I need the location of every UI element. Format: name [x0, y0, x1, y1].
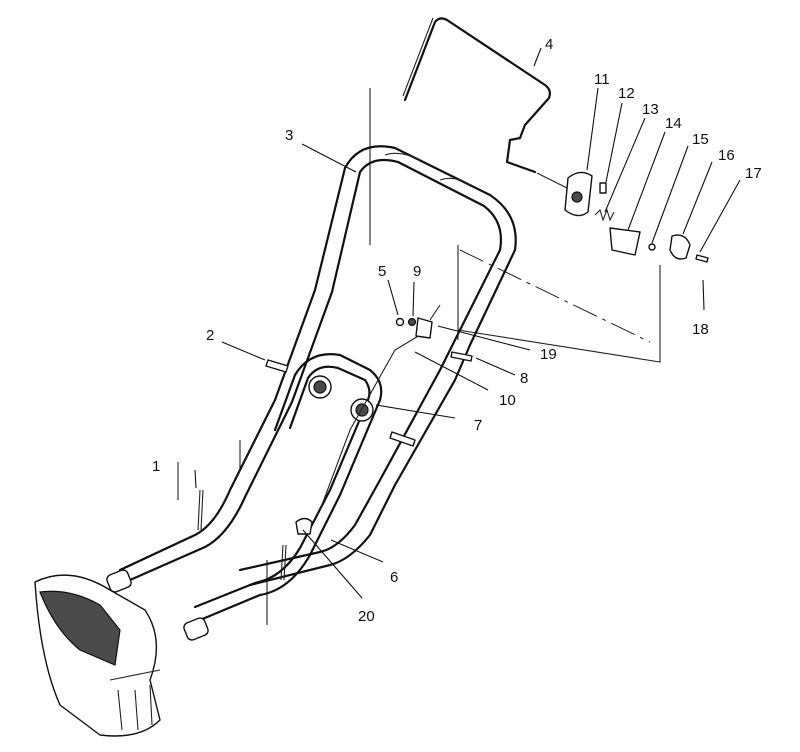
- knob-lower: [350, 398, 374, 422]
- leader-18-line: [702, 279, 705, 311]
- pivot-housing-11: [564, 171, 593, 217]
- spring-13: [594, 208, 615, 222]
- bolt-2: [265, 359, 289, 373]
- callout-19: 19: [540, 346, 557, 363]
- callout-13: 13: [642, 101, 659, 118]
- cam-14: [609, 227, 641, 256]
- nut-9: [407, 317, 417, 327]
- centerline: [459, 249, 651, 343]
- callout-12: 12: [618, 85, 635, 102]
- bolt-1: [197, 489, 204, 531]
- mower-deck-housing: [34, 574, 161, 737]
- bolt-8: [450, 351, 473, 362]
- callout-1: 1: [152, 458, 160, 475]
- callout-15: 15: [692, 131, 709, 148]
- screw-17: [695, 254, 709, 263]
- pin-12: [599, 182, 607, 194]
- cable-clip: [295, 517, 313, 535]
- callout-16: 16: [718, 147, 735, 164]
- bracket-19: [415, 304, 441, 339]
- callout-17: 17: [745, 165, 762, 182]
- callout-labels: 1 2 3 4 5 6 7 8 9 10 11 12 13 14 15 16 1…: [152, 36, 762, 625]
- knob-upper: [308, 375, 332, 399]
- plate-16: [669, 234, 691, 260]
- lower-handle: [106, 353, 383, 641]
- bolt-lower: [389, 431, 416, 447]
- bolt-20-rod: [280, 544, 287, 581]
- callout-5: 5: [378, 263, 386, 280]
- callout-3: 3: [285, 127, 293, 144]
- washer-15: [648, 243, 656, 251]
- callout-4: 4: [545, 36, 553, 53]
- callout-20: 20: [358, 608, 375, 625]
- control-cable: [319, 331, 426, 511]
- callout-6: 6: [390, 569, 398, 586]
- callout-11: 11: [594, 71, 610, 88]
- callout-9: 9: [413, 263, 421, 280]
- callout-18: 18: [692, 321, 709, 338]
- callout-14: 14: [665, 115, 682, 132]
- upper-handle: [118, 145, 517, 587]
- callout-7: 7: [474, 417, 482, 434]
- callout-8: 8: [520, 370, 528, 387]
- callout-leaders: [194, 47, 741, 599]
- callout-10: 10: [499, 392, 516, 409]
- washer-5: [395, 317, 405, 327]
- callout-2: 2: [206, 327, 214, 344]
